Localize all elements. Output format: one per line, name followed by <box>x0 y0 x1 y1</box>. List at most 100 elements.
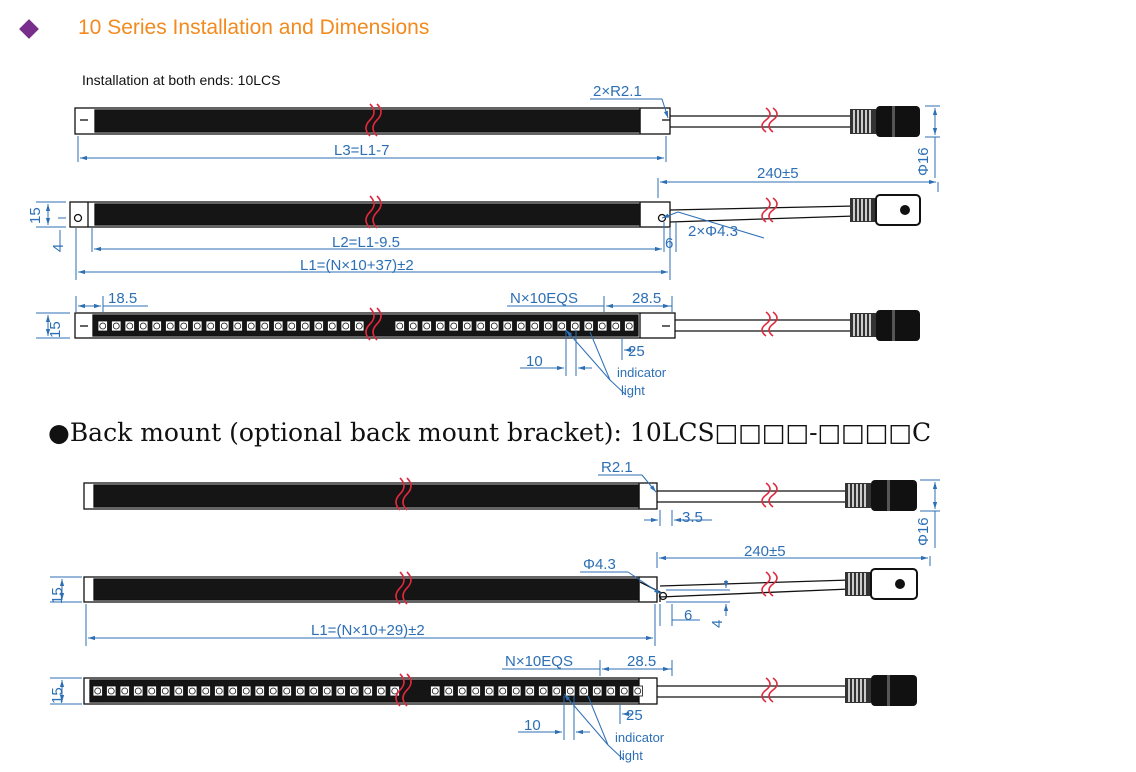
led-cell <box>286 320 297 332</box>
dim-cable-2: 240±5 <box>744 543 786 560</box>
dim-l1-2: L1=(N×10+29)±2 <box>311 622 425 639</box>
led-dot <box>328 322 336 330</box>
led-dot <box>242 687 250 695</box>
dim-height-1: 15 <box>27 207 44 224</box>
drawing-3-led-row <box>97 320 635 332</box>
led-cell <box>160 685 171 697</box>
led-dot <box>531 322 539 330</box>
led-cell <box>340 320 351 332</box>
led-dot <box>571 322 579 330</box>
led-dot <box>296 687 304 695</box>
led-dot <box>512 687 520 695</box>
led-cell <box>254 685 265 697</box>
led-cell <box>205 320 216 332</box>
led-dot <box>585 322 593 330</box>
led-cell <box>349 685 360 697</box>
led-dot <box>301 322 309 330</box>
led-cell <box>165 320 176 332</box>
dim-led-1: 25 <box>628 343 645 360</box>
led-dot <box>247 322 255 330</box>
led-cell <box>462 320 473 332</box>
led-cell <box>300 320 311 332</box>
led-cell <box>354 320 365 332</box>
led-cell <box>259 320 270 332</box>
led-cell <box>295 685 306 697</box>
led-cell <box>394 320 405 332</box>
led-dot <box>188 687 196 695</box>
dim-spacing-1: 10 <box>526 353 543 370</box>
led-cell <box>273 320 284 332</box>
led-cell <box>200 685 211 697</box>
led-cell <box>435 320 446 332</box>
dims-4 <box>598 474 940 548</box>
dim-hole-offset-1: 4 <box>50 244 67 252</box>
led-dot <box>202 687 210 695</box>
dim-radius-2: R2.1 <box>601 459 633 476</box>
dim-phi16-2: Φ16 <box>915 517 932 546</box>
led-dot <box>566 687 574 695</box>
led-dot <box>112 322 120 330</box>
dim-height-3: 15 <box>49 587 66 604</box>
led-dot <box>431 687 439 695</box>
led-cell <box>408 320 419 332</box>
drawing-6-connector <box>845 675 917 706</box>
led-dot <box>458 687 466 695</box>
led-dot <box>161 687 169 695</box>
led-cell <box>138 320 149 332</box>
dim-cable-1: 240±5 <box>757 165 799 182</box>
led-dot <box>598 322 606 330</box>
dim-offset-2: 3.5 <box>682 509 703 526</box>
led-cell <box>362 685 373 697</box>
dim-six-1: 6 <box>665 235 673 252</box>
led-cell <box>92 685 103 697</box>
led-dot <box>175 687 183 695</box>
led-dot <box>134 687 142 695</box>
led-dot <box>139 322 147 330</box>
led-dot <box>166 322 174 330</box>
led-dot <box>180 322 188 330</box>
led-dot <box>526 687 534 695</box>
led-cell <box>119 685 130 697</box>
drawing-4-bar <box>83 482 855 510</box>
led-cell <box>187 685 198 697</box>
dim-radius-1: 2×R2.1 <box>593 83 642 100</box>
led-dot <box>620 687 628 695</box>
dim-pitch-2: N×10EQS <box>505 653 573 670</box>
dims-6 <box>50 660 673 761</box>
led-dot <box>323 687 331 695</box>
led-dot <box>315 322 323 330</box>
led-cell <box>124 320 135 332</box>
led-dot <box>558 322 566 330</box>
led-cell <box>335 685 346 697</box>
led-dot <box>207 322 215 330</box>
led-dot <box>350 687 358 695</box>
led-dot <box>477 322 485 330</box>
led-dot <box>472 687 480 695</box>
led-cell <box>111 320 122 332</box>
led-dot <box>310 687 318 695</box>
cable-break-5 <box>395 571 778 605</box>
dim-six-2: 6 <box>684 607 692 624</box>
led-dot <box>215 687 223 695</box>
led-dot <box>261 322 269 330</box>
led-cell <box>421 320 432 332</box>
led-cell <box>605 685 616 697</box>
led-cell <box>578 685 589 697</box>
led-cell <box>97 320 108 332</box>
led-dot <box>283 687 291 695</box>
led-cell <box>313 320 324 332</box>
led-cell <box>565 685 576 697</box>
dim-right-margin-1: 28.5 <box>632 290 661 307</box>
led-dot <box>107 687 115 695</box>
dims-1 <box>77 98 940 178</box>
led-dot <box>396 322 404 330</box>
led-dot <box>544 322 552 330</box>
led-cell <box>529 320 540 332</box>
led-dot <box>193 322 201 330</box>
led-dot <box>121 687 129 695</box>
drawing-6-led-row <box>92 685 643 697</box>
dim-l1-1: L1=(N×10+37)±2 <box>300 257 414 274</box>
dim-phi16-1: Φ16 <box>915 147 932 176</box>
led-cell <box>376 685 387 697</box>
led-dot <box>553 687 561 695</box>
